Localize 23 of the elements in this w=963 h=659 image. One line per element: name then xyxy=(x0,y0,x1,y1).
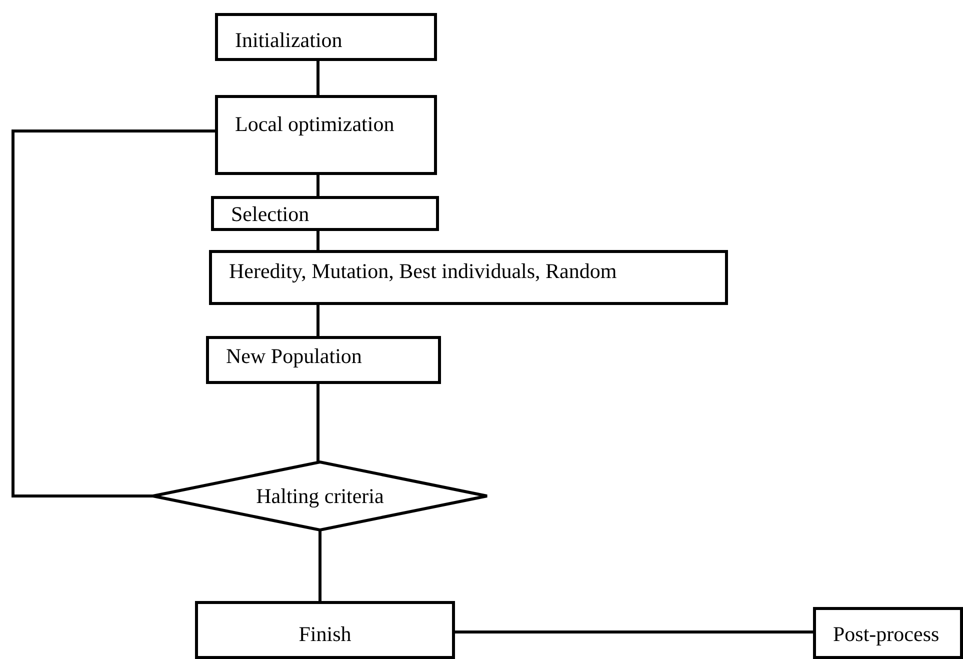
process-box xyxy=(209,250,728,305)
process-box xyxy=(215,95,437,175)
connector-line xyxy=(316,305,320,336)
node-label: Heredity, Mutation, Best individuals, Random xyxy=(229,259,617,284)
node-label: Local optimization xyxy=(235,112,394,137)
connector-line xyxy=(316,175,320,196)
node-label: Selection xyxy=(231,202,310,227)
connector-line xyxy=(12,130,215,498)
process-box xyxy=(206,336,441,384)
connector-line xyxy=(318,530,322,601)
process-box xyxy=(215,13,437,61)
node-label: Initialization xyxy=(235,28,342,53)
process-box xyxy=(211,196,439,231)
process-box xyxy=(195,601,455,659)
node-label: Finish xyxy=(298,622,352,647)
connector-line xyxy=(316,384,320,462)
connector-line xyxy=(316,231,320,250)
node-label: Halting criteria xyxy=(256,484,384,508)
connector-line xyxy=(316,61,320,95)
process-box xyxy=(813,607,963,659)
node-label: Post-process xyxy=(833,622,940,647)
connector-line xyxy=(455,630,813,634)
node-label: New Population xyxy=(226,344,362,369)
